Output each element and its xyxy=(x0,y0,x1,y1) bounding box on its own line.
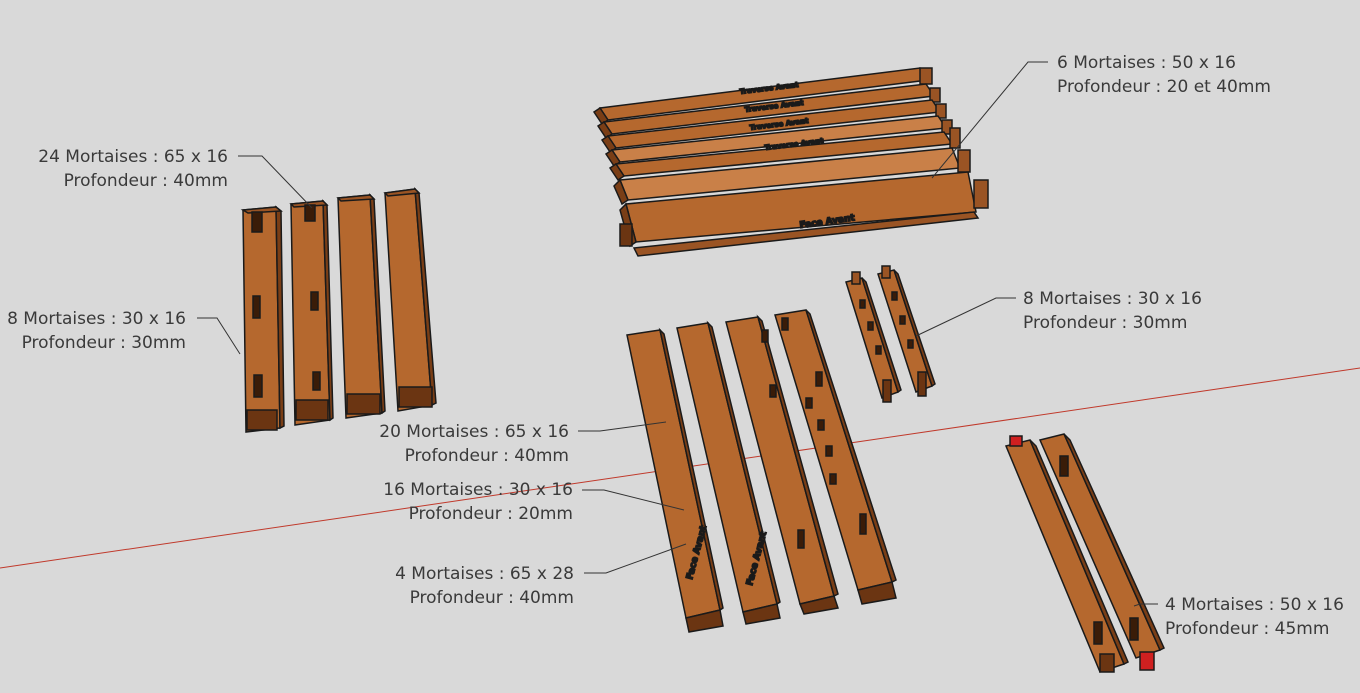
wood-post xyxy=(626,327,724,633)
annotation-a5: 20 Mortaises : 65 x 16 Profondeur : 40mm xyxy=(379,420,569,468)
rail xyxy=(619,171,989,257)
leader-a1 xyxy=(238,155,313,209)
rail xyxy=(592,67,933,126)
posts-center-group: Face Avant Face Avant xyxy=(626,309,897,633)
posts-right-group xyxy=(1004,433,1165,673)
wood-post xyxy=(1038,433,1165,671)
annotation-a6: 16 Mortaises : 30 x 16 Profondeur : 20mm xyxy=(383,478,573,526)
wood-post xyxy=(676,320,781,625)
wood-post xyxy=(289,199,334,426)
small-pieces-group xyxy=(845,265,936,403)
rail xyxy=(600,99,947,154)
annotation-line2: Profondeur : 40mm xyxy=(409,588,574,608)
annotation-line2: Profondeur : 30mm xyxy=(21,333,186,353)
annotation-line1: 4 Mortaises : 50 x 16 xyxy=(1165,595,1344,615)
annotation-line2: Profondeur : 20mm xyxy=(408,504,573,524)
rail xyxy=(608,127,961,182)
annotation-line1: 4 Mortaises : 65 x 28 xyxy=(395,564,574,584)
wood-post xyxy=(1004,435,1129,673)
wood-post xyxy=(383,187,437,412)
leader-a2 xyxy=(197,317,241,355)
annotation-line1: 24 Mortaises : 65 x 16 xyxy=(38,147,228,167)
rail xyxy=(613,147,971,206)
annotation-line2: Profondeur : 20 et 40mm xyxy=(1057,77,1271,97)
annotation-a2: 8 Mortaises : 30 x 16 Profondeur : 30mm xyxy=(7,307,186,355)
annotation-line1: 16 Mortaises : 30 x 16 xyxy=(383,480,573,500)
leader-lines xyxy=(197,61,1158,607)
annotation-line2: Profondeur : 30mm xyxy=(1023,313,1188,333)
rails-stack-group: Face Avant Traverse Avant Traverse Avant… xyxy=(592,67,989,257)
annotation-a3: 6 Mortaises : 50 x 16 Profondeur : 20 et… xyxy=(1057,51,1271,99)
annotation-a8: 4 Mortaises : 50 x 16 Profondeur : 45mm xyxy=(1165,593,1344,641)
wood-post xyxy=(336,193,386,419)
annotation-line2: Profondeur : 45mm xyxy=(1165,619,1330,639)
leader-a4 xyxy=(915,297,1016,337)
rail xyxy=(596,83,941,140)
leader-a8 xyxy=(1133,603,1158,607)
leader-a5 xyxy=(578,421,667,432)
wood-post xyxy=(845,271,902,403)
annotation-a7: 4 Mortaises : 65 x 28 Profondeur : 40mm xyxy=(395,562,574,610)
rail xyxy=(604,115,953,168)
annotation-line1: 6 Mortaises : 50 x 16 xyxy=(1057,53,1236,73)
posts-left-group xyxy=(240,187,437,433)
annotation-line2: Profondeur : 40mm xyxy=(63,171,228,191)
annotation-line1: 8 Mortaises : 30 x 16 xyxy=(1023,289,1202,309)
wood-post xyxy=(877,265,936,397)
annotation-a1: 24 Mortaises : 65 x 16 Profondeur : 40mm xyxy=(38,145,228,193)
wood-post xyxy=(774,309,897,605)
annotation-a4: 8 Mortaises : 30 x 16 Profondeur : 30mm xyxy=(1023,287,1202,335)
wood-post xyxy=(725,314,839,615)
leader-a6 xyxy=(582,489,685,511)
annotation-line2: Profondeur : 40mm xyxy=(404,446,569,466)
annotation-line1: 20 Mortaises : 65 x 16 xyxy=(379,422,569,442)
leader-a3 xyxy=(931,61,1048,179)
annotation-line1: 8 Mortaises : 30 x 16 xyxy=(7,309,186,329)
wood-post xyxy=(240,205,285,433)
leader-a7 xyxy=(584,543,687,574)
